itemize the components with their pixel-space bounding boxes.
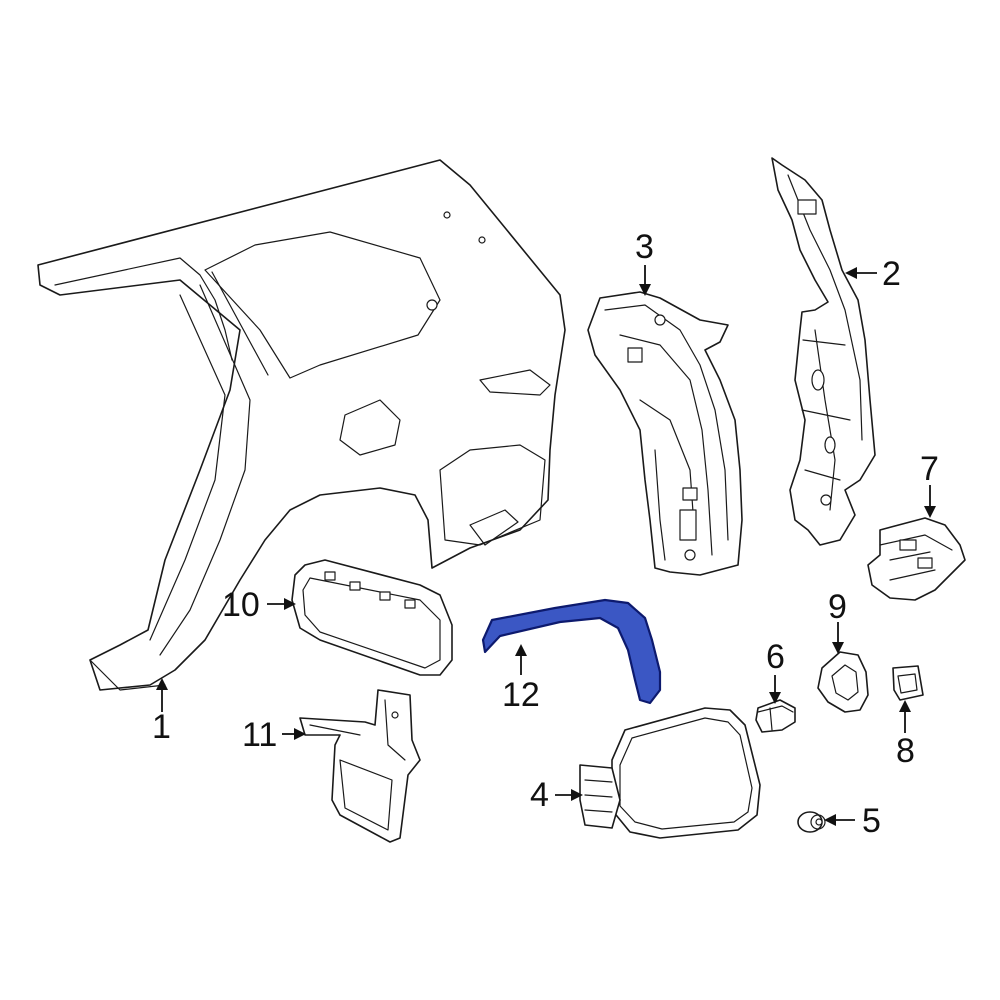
callout-4: 4 (530, 776, 549, 814)
part-12-wheel-molding-highlighted[interactable] (481, 598, 662, 705)
part-8-retainer[interactable] (892, 665, 924, 701)
callout-6: 6 (766, 638, 785, 676)
part-1-quarter-panel[interactable] (37, 159, 566, 691)
part-10-housing-ring[interactable] (291, 559, 453, 676)
part-3-wheelhouse-inner[interactable] (587, 291, 743, 576)
callout-3: 3 (635, 228, 654, 266)
part-7-bracket[interactable] (867, 517, 966, 601)
callout-2: 2 (882, 255, 901, 293)
callout-7: 7 (920, 450, 939, 488)
part-11-splash-shield[interactable] (299, 689, 421, 843)
callout-labels: 1 2 3 4 5 6 7 8 9 10 11 12 (152, 228, 939, 840)
callout-5: 5 (862, 802, 881, 840)
callout-12: 12 (502, 676, 540, 714)
callout-9: 9 (828, 588, 847, 626)
part-4-fuel-door[interactable] (579, 707, 761, 839)
leader-lines (156, 265, 936, 826)
part-2-inner-pillar[interactable] (771, 157, 876, 546)
part-5-bushing[interactable] (797, 811, 826, 833)
part-9-bumper[interactable] (817, 651, 869, 713)
callout-8: 8 (896, 732, 915, 770)
part-6-clip[interactable] (755, 699, 796, 733)
callout-1: 1 (152, 708, 171, 746)
callout-11: 11 (242, 716, 277, 754)
callout-10: 10 (222, 586, 260, 624)
